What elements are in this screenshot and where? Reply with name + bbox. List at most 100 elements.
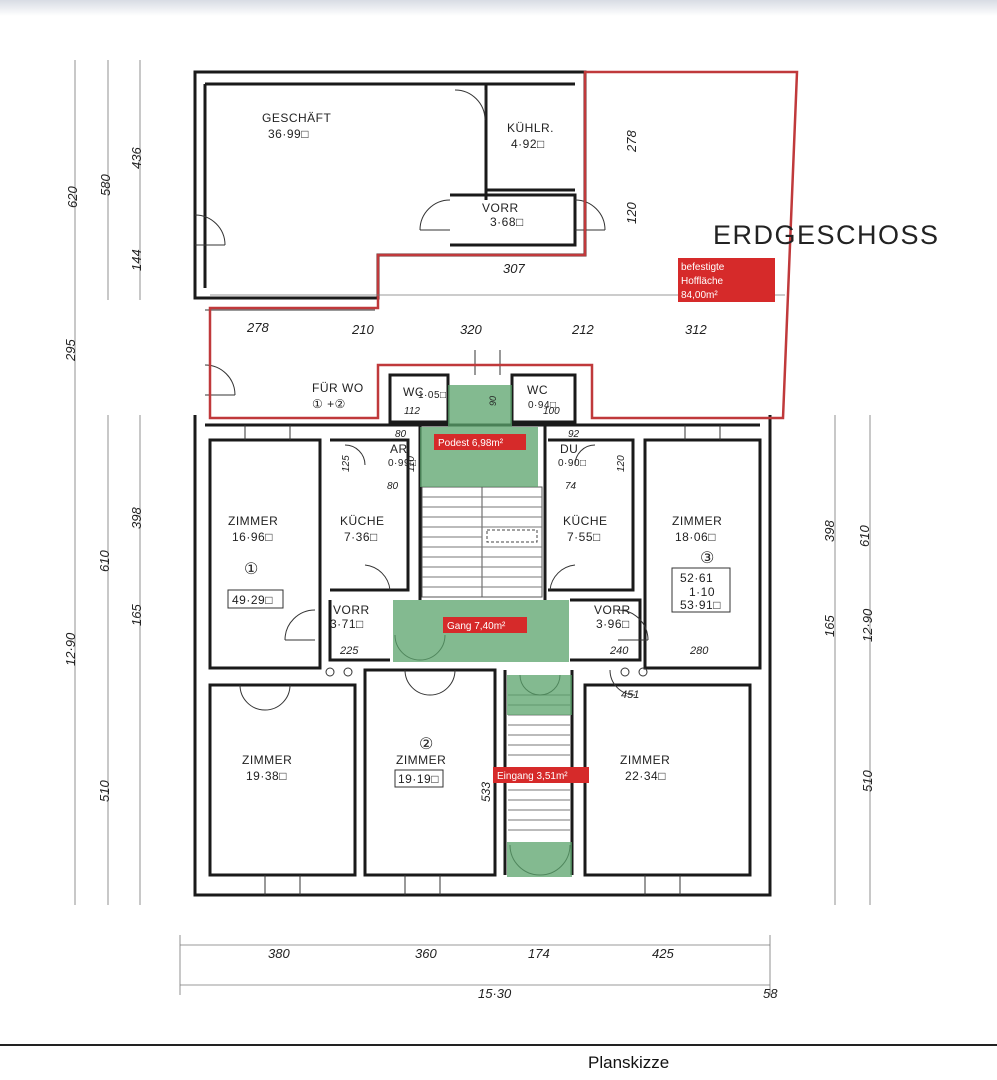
room-kueche-3-name: KÜCHE <box>563 514 608 528</box>
dim-bottom-3: 425 <box>652 946 674 961</box>
dim-left-2: 436 <box>129 147 144 169</box>
scan-edge <box>0 0 997 16</box>
room-fuer-wo-sub: ① +② <box>312 397 346 411</box>
dim-left-9: 510 <box>97 780 112 802</box>
room-kuehlr-area: 4·92□ <box>511 137 545 151</box>
room-vorr-3-name: VORR <box>594 603 631 617</box>
dim-bottom-1: 360 <box>415 946 437 961</box>
room-zimmer-3-unit: ③ <box>700 550 715 567</box>
dim-top-1: 120 <box>624 202 639 224</box>
dim-bottom-5: 58 <box>763 986 778 1001</box>
dim-inner-3: 80 <box>387 481 399 492</box>
room-ar-area: 0·99□ <box>388 458 417 469</box>
dim-inner-14: 90 <box>488 396 498 406</box>
dim-top-5: 320 <box>460 322 482 337</box>
room-zimmer-2-unit: ② <box>419 736 434 753</box>
dim-inner-11: 533 <box>479 782 493 802</box>
podest-tag-bg <box>434 434 526 450</box>
dim-left-3: 144 <box>129 249 144 271</box>
dim-bottom-0: 380 <box>268 946 290 961</box>
hof-tag-line-1: befestigte <box>681 262 725 273</box>
room-zimmer-3-t2: 1·10 <box>689 585 715 599</box>
dim-inner-9: 280 <box>689 645 709 657</box>
dim-inner-6: 74 <box>565 481 577 492</box>
gang-tag-bg <box>443 617 527 633</box>
room-wc-right-name: WC <box>527 383 548 397</box>
dim-inner-5: 120 <box>616 455 627 472</box>
dim-left-7: 165 <box>129 604 144 626</box>
room-du-name: DU <box>560 442 578 456</box>
room-vorr-1-area: 3·71□ <box>330 617 364 631</box>
room-zimmer-1-name: ZIMMER <box>228 514 278 528</box>
eingang-bottom <box>507 842 572 877</box>
room-kuehlr-name: KÜHLR. <box>507 121 554 135</box>
dim-inner-8: 240 <box>609 645 629 657</box>
dim-left-6: 610 <box>97 550 112 572</box>
room-zimmer-3-area: 18·06□ <box>675 530 716 544</box>
room-kueche-1-area: 7·36□ <box>344 530 378 544</box>
room-kueche-1-name: KÜCHE <box>340 514 385 528</box>
room-zimmer-1-total: 49·29□ <box>232 593 273 607</box>
gang-tag: Gang 7,40m² <box>447 621 506 632</box>
room-vorr-shop-name: VORR <box>482 201 519 215</box>
dim-top-7: 312 <box>685 322 707 337</box>
dim-left-1: 580 <box>98 174 113 196</box>
room-wc-right-area: 0·94□ <box>528 400 557 411</box>
room-ar-name: AR <box>390 442 408 456</box>
hof-tag-line-3: 84,00m² <box>681 290 718 301</box>
dim-top-2: 307 <box>503 261 525 276</box>
dim-left-4: 295 <box>63 339 78 362</box>
room-zimmer-1-area: 16·96□ <box>232 530 273 544</box>
room-du-area: 0·90□ <box>558 458 587 469</box>
room-zimmer-1-unit: ① <box>244 561 259 578</box>
hof-tag-line-2: Hoffläche <box>681 276 724 287</box>
room-vorr-3-area: 3·96□ <box>596 617 630 631</box>
dim-right-1: 610 <box>857 525 872 547</box>
area-tags: befestigte Hoffläche 84,00m² Podest 6,98… <box>434 258 775 783</box>
dimension-labels: 620 580 436 144 295 398 610 165 12·90 51… <box>63 130 875 1001</box>
room-geschaeft-area: 36·99□ <box>268 127 309 141</box>
eingang-tag-bg <box>493 767 589 783</box>
room-fuer-wo-name: FÜR WO <box>312 381 364 395</box>
plan-title: ERDGESCHOSS <box>713 220 940 250</box>
dim-inner-7: 225 <box>339 645 359 657</box>
dim-inner-12: 112 <box>404 406 420 417</box>
room-zimmer-3-name: ZIMMER <box>672 514 722 528</box>
dim-top-3: 278 <box>246 320 269 335</box>
room-zimmer-3-t3: 53·91□ <box>680 598 721 612</box>
room-zimmer-3-t1: 52·61 <box>680 571 713 585</box>
dim-inner-13: 100 <box>543 406 560 417</box>
room-vorr-shop-area: 3·68□ <box>490 215 524 229</box>
dim-inner-1: 110 <box>406 456 417 472</box>
room-vorr-1-name: VORR <box>333 603 370 617</box>
room-zimmer-1b-area: 19·38□ <box>246 769 287 783</box>
room-zimmer-3b-name: ZIMMER <box>620 753 670 767</box>
room-kueche-3-area: 7·55□ <box>567 530 601 544</box>
dim-right-3: 12·90 <box>860 608 875 642</box>
dim-bottom-2: 174 <box>528 946 550 961</box>
room-geschaeft-name: GESCHÄFT <box>262 111 332 125</box>
eingang-top <box>507 675 572 715</box>
eingang-tag: Eingang 3,51m² <box>497 771 568 782</box>
room-zimmer-1b-name: ZIMMER <box>242 753 292 767</box>
dim-right-4: 510 <box>860 770 875 792</box>
dim-left-5: 398 <box>129 507 144 529</box>
room-zimmer-2-area: 19·19□ <box>398 772 439 786</box>
dim-left-8: 12·90 <box>63 632 78 666</box>
hof-tag-bg <box>678 258 775 302</box>
dim-top-0: 278 <box>624 130 639 153</box>
dim-right-0: 398 <box>822 520 837 542</box>
plan-caption: Planskizze <box>588 1053 670 1072</box>
courtyard-outline <box>208 70 799 420</box>
room-zimmer-2-name: ZIMMER <box>396 753 446 767</box>
room-wc-left-name: WC <box>403 385 424 399</box>
dim-left-0: 620 <box>65 186 80 208</box>
dim-inner-0: 125 <box>341 455 352 472</box>
room-zimmer-3b-area: 22·34□ <box>625 769 666 783</box>
dim-right-2: 165 <box>822 615 837 637</box>
dim-inner-10: 451 <box>621 689 639 701</box>
room-labels: GESCHÄFT 36·99□ KÜHLR. 4·92□ VORR 3·68□ … <box>227 111 731 788</box>
caption-rule <box>0 1044 997 1046</box>
dim-inner-4: 92 <box>568 429 580 440</box>
dim-top-6: 212 <box>571 322 594 337</box>
